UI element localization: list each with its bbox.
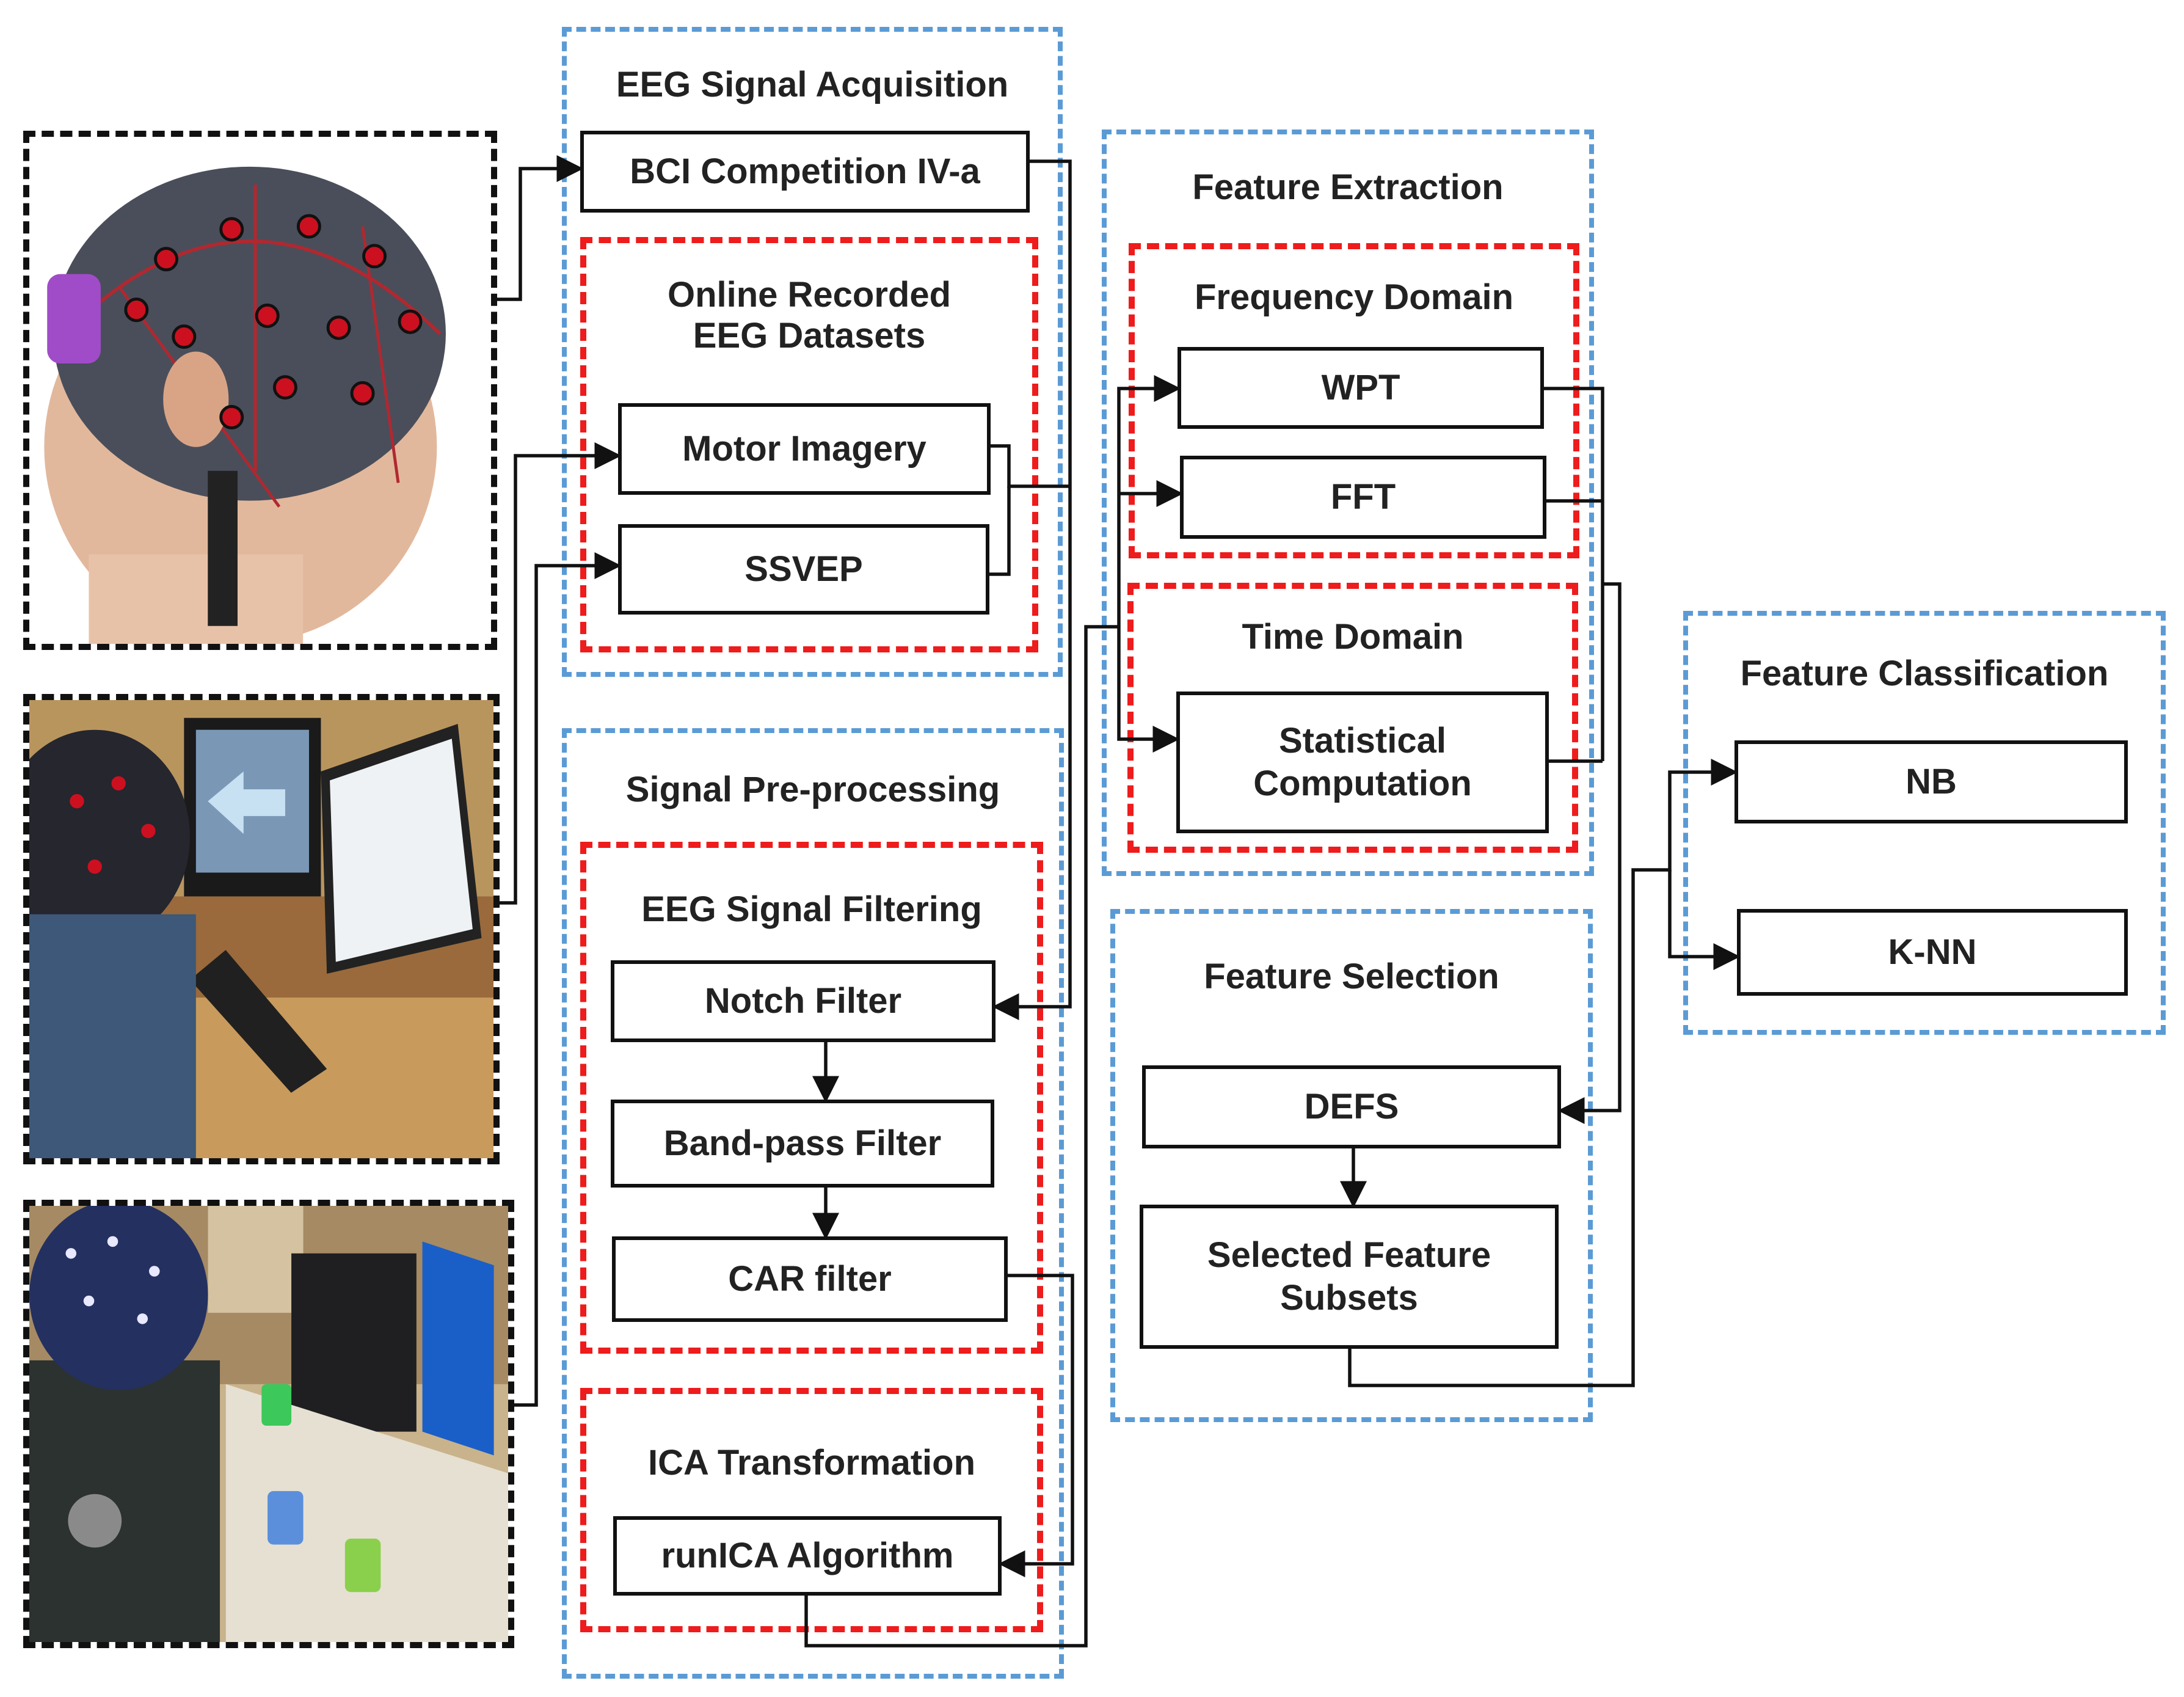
- bci-competition-label: BCI Competition IV-a: [630, 151, 980, 192]
- online-recorded-datasets-title: Online Recorded EEG Datasets: [586, 275, 1032, 356]
- bci-competition-node: BCI Competition IV-a: [580, 131, 1030, 213]
- eeg-signal-acquisition-title: EEG Signal Acquisition: [616, 65, 1009, 104]
- feature-selection-title: Feature Selection: [1204, 957, 1499, 996]
- runica-algorithm-node: runICA Algorithm: [613, 1516, 1002, 1596]
- ica-transformation-group: ICA Transformation: [580, 1388, 1043, 1632]
- feature-classification-title: Feature Classification: [1740, 654, 2109, 693]
- selected-feature-subsets-node: Selected Feature Subsets: [1140, 1205, 1559, 1349]
- band-pass-filter-node: Band-pass Filter: [611, 1100, 994, 1188]
- car-filter-node: CAR filter: [612, 1236, 1008, 1322]
- statistical-computation-node: Statistical Computation: [1176, 692, 1549, 833]
- knn-label: K-NN: [1888, 932, 1977, 973]
- feature-extraction-title: Feature Extraction: [1192, 167, 1504, 207]
- defs-label: DEFS: [1304, 1087, 1399, 1127]
- online-recorded-datasets-title-line1: Online Recorded: [667, 275, 952, 315]
- defs-node: DEFS: [1142, 1065, 1561, 1148]
- selected-feature-subsets-label-line1: Selected Feature: [1207, 1235, 1491, 1275]
- fft-node: FFT: [1180, 456, 1546, 539]
- eeg-signal-filtering-title: EEG Signal Filtering: [641, 889, 982, 929]
- wpt-node: WPT: [1178, 347, 1544, 429]
- time-domain-title: Time Domain: [1242, 617, 1464, 657]
- car-filter-label: CAR filter: [728, 1259, 892, 1299]
- notch-filter-node: Notch Filter: [611, 960, 996, 1042]
- selected-feature-subsets-label-line2: Subsets: [1280, 1278, 1418, 1318]
- ssvep-node: SSVEP: [618, 524, 989, 615]
- ssvep-experiment-photo: [23, 1200, 514, 1648]
- runica-algorithm-label: runICA Algorithm: [661, 1536, 954, 1576]
- frequency-domain-title: Frequency Domain: [1194, 277, 1514, 317]
- fft-label: FFT: [1330, 477, 1396, 517]
- knn-node: K-NN: [1737, 909, 2128, 996]
- signal-preprocessing-title: Signal Pre-processing: [625, 770, 1000, 809]
- motor-imagery-node: Motor Imagery: [618, 403, 991, 495]
- motor-imagery-experiment-photo: [23, 694, 500, 1164]
- statistical-computation-label-line2: Computation: [1253, 764, 1472, 803]
- ssvep-label: SSVEP: [744, 549, 863, 589]
- ica-transformation-title: ICA Transformation: [647, 1443, 976, 1483]
- motor-imagery-label: Motor Imagery: [682, 429, 926, 469]
- statistical-computation-label-line1: Statistical: [1278, 721, 1446, 761]
- eeg-cap-head-photo: [23, 131, 497, 650]
- notch-filter-label: Notch Filter: [704, 981, 902, 1021]
- online-recorded-datasets-title-line2: EEG Datasets: [693, 315, 926, 356]
- band-pass-filter-label: Band-pass Filter: [663, 1123, 942, 1164]
- wpt-label: WPT: [1321, 368, 1400, 408]
- nb-label: NB: [1906, 762, 1957, 802]
- nb-node: NB: [1734, 740, 2128, 823]
